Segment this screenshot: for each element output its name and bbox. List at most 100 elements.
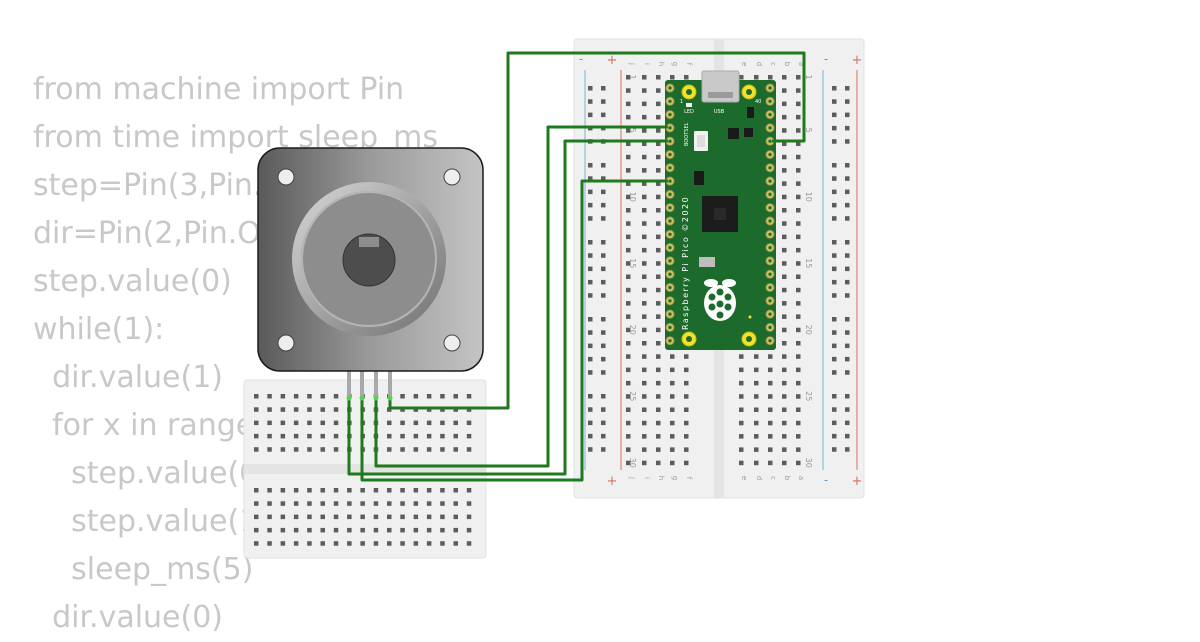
row-number: 30 bbox=[628, 458, 637, 468]
breadboard-hole bbox=[320, 501, 325, 506]
lead-tip bbox=[373, 395, 379, 401]
breadboard-hole bbox=[601, 86, 606, 91]
wires bbox=[347, 51, 806, 482]
breadboard-hole bbox=[387, 488, 392, 493]
breadboard-hole bbox=[832, 125, 837, 131]
breadboard-hole bbox=[601, 99, 606, 104]
rail-sign-plus: + bbox=[852, 474, 863, 489]
breadboard-hole bbox=[832, 433, 837, 439]
row-number: 10 bbox=[804, 192, 813, 202]
breadboard-hole bbox=[280, 488, 286, 493]
column-letter: f bbox=[685, 63, 693, 66]
breadboard-hole bbox=[280, 514, 286, 520]
rail-sign-minus: - bbox=[824, 473, 828, 487]
breadboard-hole bbox=[845, 279, 850, 285]
pico-pin-hole bbox=[768, 285, 772, 290]
breadboard-hole bbox=[588, 293, 593, 298]
code-line: dir=Pin(2,Pin.O bbox=[33, 216, 261, 251]
breadboard-hole bbox=[626, 420, 631, 426]
breadboard-hole bbox=[280, 407, 286, 412]
row-number: 15 bbox=[628, 258, 637, 268]
breadboard-hole bbox=[267, 488, 272, 493]
breadboard-hole bbox=[333, 394, 339, 399]
breadboard-hole bbox=[601, 317, 606, 322]
breadboard-hole bbox=[796, 221, 801, 226]
breadboard-hole bbox=[656, 261, 661, 266]
breadboard-hole bbox=[832, 112, 837, 118]
breadboard-hole bbox=[670, 354, 675, 359]
breadboard-hole bbox=[832, 216, 837, 221]
breadboard-hole bbox=[642, 287, 647, 293]
breadboard-hole bbox=[845, 216, 850, 221]
breadboard-hole bbox=[293, 541, 299, 546]
breadboard-hole bbox=[656, 208, 661, 213]
breadboard-hole bbox=[440, 433, 445, 439]
breadboard-hole bbox=[588, 216, 593, 221]
usb-port bbox=[708, 92, 733, 98]
wire bbox=[360, 179, 668, 482]
breadboard-hole bbox=[845, 293, 850, 298]
breadboard-hole bbox=[626, 327, 631, 333]
bootsel-button-cap[interactable] bbox=[697, 135, 705, 147]
breadboard-hole bbox=[601, 394, 606, 399]
screw-hole bbox=[277, 334, 295, 352]
column-letter: b bbox=[783, 476, 791, 481]
breadboard-hole bbox=[588, 253, 593, 258]
breadboard-hole bbox=[267, 394, 272, 399]
breadboard-hole bbox=[307, 501, 312, 506]
pico-pin-hole bbox=[768, 219, 772, 223]
breadboard-hole bbox=[768, 407, 773, 412]
breadboard-hole bbox=[440, 407, 445, 412]
breadboard-hole bbox=[588, 343, 593, 349]
breadboard-hole bbox=[588, 189, 593, 195]
breadboard-hole bbox=[626, 394, 631, 399]
breadboard-hole bbox=[601, 202, 606, 208]
breadboard-hole bbox=[656, 221, 661, 226]
breadboard-hole bbox=[656, 101, 661, 107]
usb-label: USB bbox=[714, 109, 725, 115]
breadboard-hole bbox=[626, 128, 631, 133]
breadboard-hole bbox=[413, 447, 419, 452]
pico-pin-hole bbox=[668, 285, 672, 290]
shaft-flat bbox=[359, 237, 379, 247]
breadboard-hole bbox=[626, 168, 631, 173]
chip-component bbox=[744, 128, 753, 137]
pico-pin-hole bbox=[768, 86, 772, 90]
column-letter: h bbox=[657, 476, 665, 480]
breadboard-hole bbox=[293, 447, 299, 452]
breadboard-hole bbox=[796, 301, 801, 306]
breadboard-hole bbox=[320, 420, 325, 426]
breadboard-hole bbox=[782, 221, 787, 226]
breadboard-hole bbox=[626, 287, 631, 293]
pico-pin-hole bbox=[768, 312, 772, 316]
breadboard-hole bbox=[670, 75, 675, 80]
screw-hole bbox=[277, 168, 295, 186]
column-letter: j bbox=[628, 476, 636, 479]
motor-shaft bbox=[342, 233, 396, 287]
breadboard-hole bbox=[739, 460, 744, 466]
breadboard-hole bbox=[768, 367, 773, 373]
breadboard-hole bbox=[601, 370, 606, 375]
breadboard-hole bbox=[796, 181, 801, 186]
row-number: 20 bbox=[628, 325, 637, 335]
breadboard-hole bbox=[642, 88, 647, 93]
breadboard-hole bbox=[588, 447, 593, 452]
breadboard-hole bbox=[782, 141, 787, 146]
breadboard-hole bbox=[684, 420, 689, 426]
breadboard-hole bbox=[642, 114, 647, 120]
breadboard-hole bbox=[782, 128, 787, 133]
breadboard-hole bbox=[267, 447, 272, 452]
column-letter: g bbox=[671, 476, 679, 480]
breadboard-hole bbox=[413, 433, 419, 439]
breadboard-hole bbox=[333, 447, 339, 452]
pico-pin-hole bbox=[768, 272, 772, 276]
wire bbox=[347, 139, 668, 476]
breadboard-hole bbox=[782, 168, 787, 173]
breadboard-hole bbox=[754, 367, 759, 373]
row-number: 15 bbox=[804, 258, 813, 268]
led-icon bbox=[686, 103, 692, 107]
breadboard-hole bbox=[387, 514, 392, 520]
row-number: 5 bbox=[628, 128, 637, 133]
breadboard-hole bbox=[642, 221, 647, 226]
breadboard-hole bbox=[601, 279, 606, 285]
